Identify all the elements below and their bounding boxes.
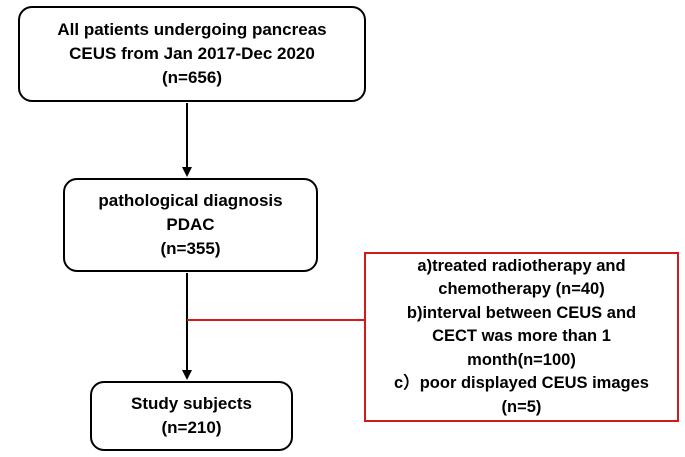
- all-patients-count: (n=656): [162, 68, 222, 87]
- study-subjects-label: Study subjects: [131, 394, 252, 413]
- exclusion-line7: (n=5): [501, 397, 542, 416]
- all-patients-box: All patients undergoing pancreas CEUS fr…: [18, 6, 366, 102]
- study-subjects-count: (n=210): [161, 418, 222, 437]
- pathological-diagnosis-box: pathological diagnosis PDAC (n=355): [63, 178, 318, 272]
- exclusion-criteria-box: a)treated radiotherapy and chemotherapy …: [364, 252, 679, 422]
- all-patients-line1: All patients undergoing pancreas: [57, 20, 327, 39]
- pathological-line2: PDAC: [166, 215, 215, 234]
- study-subjects-box: Study subjects (n=210): [90, 381, 293, 451]
- pathological-count: (n=355): [160, 239, 221, 258]
- exclusion-line1: a)treated radiotherapy and: [417, 256, 626, 275]
- exclusion-line3: b)interval between CEUS and: [406, 303, 637, 322]
- exclusion-line6: c）poor displayed CEUS images: [394, 374, 649, 393]
- exclusion-line4: CECT was more than 1: [432, 327, 611, 346]
- all-patients-line2: CEUS from Jan 2017-Dec 2020: [69, 44, 315, 63]
- pathological-line1: pathological diagnosis: [98, 191, 283, 210]
- exclusion-line2: chemotherapy (n=40): [438, 280, 605, 299]
- exclusion-line5: month(n=100): [467, 350, 576, 369]
